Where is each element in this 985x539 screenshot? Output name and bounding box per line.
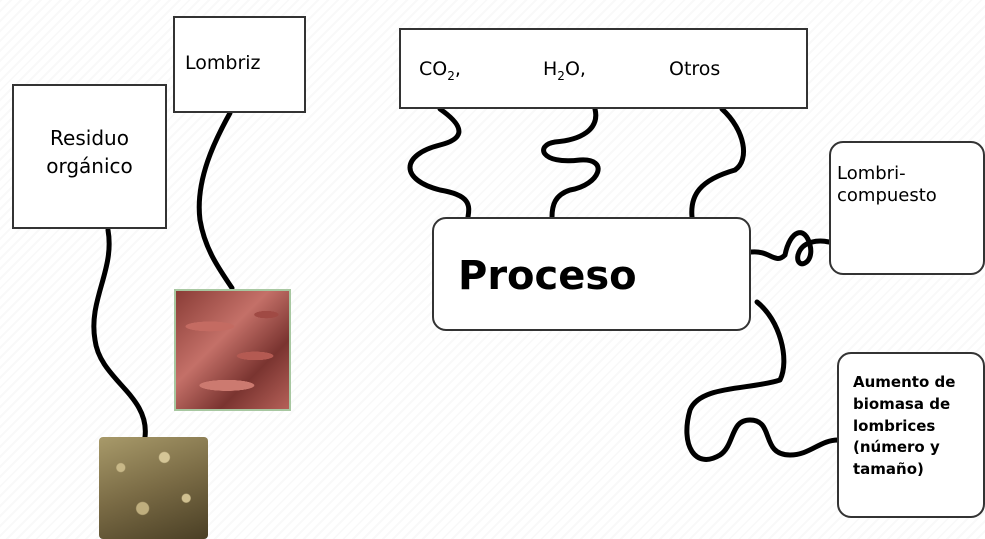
proceso-label: Proceso: [458, 253, 637, 299]
lombricompuesto-box: Lombri- compuesto: [829, 141, 985, 275]
proceso-box: Proceso: [432, 217, 751, 331]
aumento-biomasa-box: Aumento de biomasa de lombrices (número …: [837, 352, 985, 518]
otros-label: Otros: [669, 58, 721, 80]
lombriz-box: Lombriz: [173, 16, 306, 113]
aumento-biomasa-label: Aumento de biomasa de lombrices (número …: [853, 373, 956, 478]
connector-otros-to-proceso: [689, 106, 746, 220]
co2-subscript: 2: [447, 68, 455, 83]
connector-residuo-to-soil: [91, 227, 148, 440]
h2o-h: H: [543, 58, 558, 80]
h2o-subscript: 2: [557, 68, 565, 83]
lombricompuesto-label: Lombri- compuesto: [837, 163, 937, 206]
co2-base: CO: [419, 58, 448, 80]
h2o-suffix: O,: [564, 58, 586, 80]
co2-suffix: ,: [454, 58, 461, 80]
residuo-organico-label: Residuo orgánico: [46, 126, 133, 178]
output-otros: Otros: [669, 58, 720, 80]
connector-h2o-to-proceso: [541, 106, 601, 220]
outputs-box: CO2, H2O, Otros: [399, 28, 808, 109]
output-h2o: H2O,: [543, 58, 586, 83]
residuo-organico-box: Residuo orgánico: [12, 84, 167, 229]
earthworms-photo: [174, 289, 291, 411]
connector-co2-to-proceso: [407, 106, 472, 220]
connector-proceso-to-aumento: [684, 299, 841, 462]
organic-waste-photo: [99, 437, 208, 539]
connector-proceso-to-lombricompuesto: [748, 230, 832, 267]
connector-lombriz-to-worms: [196, 110, 235, 291]
lombriz-label: Lombriz: [185, 52, 261, 74]
output-co2: CO2,: [419, 58, 461, 83]
